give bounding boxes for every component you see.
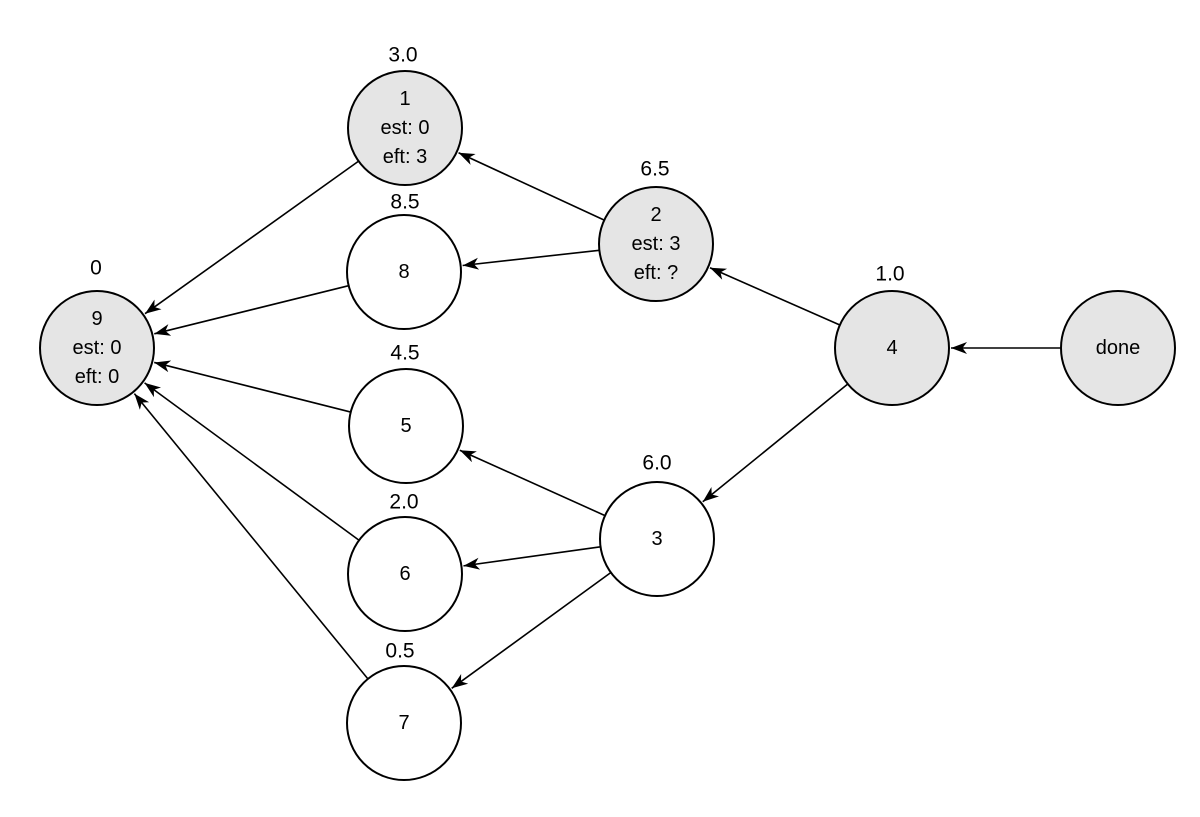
graph-node-9: 9 est: 0 eft: 0 0 bbox=[39, 257, 155, 406]
node-1-label-line-2: eft: 3 bbox=[383, 146, 427, 168]
node-1-label-line-0: 1 bbox=[399, 88, 410, 110]
node-2-label-line-0: 2 bbox=[650, 204, 661, 226]
graph-node-done: done bbox=[1060, 290, 1176, 406]
node-6-label: 6 bbox=[399, 563, 410, 585]
graph-node-5: 54.5 bbox=[348, 342, 464, 484]
graph-node-3: 36.0 bbox=[599, 452, 715, 597]
node-8-label: 8 bbox=[398, 261, 409, 283]
node-2-cost-label: 6.5 bbox=[640, 158, 669, 181]
node-5-label: 5 bbox=[400, 415, 411, 437]
node-5-circle bbox=[348, 368, 464, 484]
node-9-label-line-0: 9 bbox=[91, 308, 102, 330]
node-9-circle bbox=[39, 290, 155, 406]
node-1-cost-label: 3.0 bbox=[388, 44, 417, 67]
node-3-circle bbox=[599, 481, 715, 597]
edge-3-to-5 bbox=[459, 449, 606, 517]
node-9-cost-label: 0 bbox=[90, 257, 102, 280]
edge-4-to-3 bbox=[702, 383, 849, 503]
node-done-circle bbox=[1060, 290, 1176, 406]
node-done-label: done bbox=[1096, 337, 1141, 359]
node-5-label-line-0: 5 bbox=[400, 415, 411, 437]
edge-2-to-1 bbox=[458, 152, 605, 221]
graph-node-8: 88.5 bbox=[346, 191, 462, 330]
node-4-circle bbox=[834, 290, 950, 406]
node-3-label: 3 bbox=[651, 528, 662, 550]
edge-5-to-9 bbox=[154, 360, 351, 413]
node-4-label-line-0: 4 bbox=[886, 337, 897, 359]
edge-2-to-8 bbox=[462, 249, 600, 270]
graph-node-2: 2 est: 3 eft: ? 6.5 bbox=[598, 158, 714, 302]
graph-node-7: 70.5 bbox=[346, 640, 462, 781]
node-6-circle bbox=[347, 516, 463, 632]
node-done-label-line-0: done bbox=[1096, 337, 1141, 359]
edge-3-to-6 bbox=[463, 546, 601, 570]
node-1-label-line-1: est: 0 bbox=[381, 117, 430, 139]
node-6-label-line-0: 6 bbox=[399, 563, 410, 585]
node-9-label-line-2: eft: 0 bbox=[75, 366, 119, 388]
node-5-cost-label: 4.5 bbox=[390, 342, 419, 365]
node-7-circle bbox=[346, 665, 462, 781]
node-3-cost-label: 6.0 bbox=[642, 452, 671, 475]
node-2-label-line-2: eft: ? bbox=[634, 262, 678, 284]
edge-4-to-2 bbox=[709, 267, 841, 326]
node-2-circle bbox=[598, 186, 714, 302]
graph-node-1: 1 est: 0 eft: 3 3.0 bbox=[347, 44, 463, 186]
node-8-cost-label: 8.5 bbox=[390, 191, 419, 214]
node-1-circle bbox=[347, 70, 463, 186]
edge-1-to-9 bbox=[144, 160, 360, 315]
node-6-cost-label: 2.0 bbox=[389, 491, 418, 514]
node-9-label: 9 est: 0 eft: 0 bbox=[73, 308, 122, 388]
node-8-label-line-0: 8 bbox=[398, 261, 409, 283]
edge-7-to-9 bbox=[133, 393, 369, 680]
node-3-label-line-0: 3 bbox=[651, 528, 662, 550]
node-4-label: 4 bbox=[886, 337, 897, 359]
node-4-cost-label: 1.0 bbox=[875, 263, 904, 286]
node-2-label-line-1: est: 3 bbox=[632, 233, 681, 255]
graph-node-4: 41.0 bbox=[834, 263, 950, 406]
edge-6-to-9 bbox=[144, 382, 360, 541]
node-8-circle bbox=[346, 214, 462, 330]
graph-node-6: 62.0 bbox=[347, 491, 463, 632]
node-9-label-line-1: est: 0 bbox=[73, 337, 122, 359]
node-7-label-line-0: 7 bbox=[398, 712, 409, 734]
edge-8-to-9 bbox=[154, 284, 349, 336]
node-1-label: 1 est: 0 eft: 3 bbox=[381, 88, 430, 168]
node-7-cost-label: 0.5 bbox=[385, 640, 414, 663]
edge-3-to-7 bbox=[451, 571, 612, 689]
node-2-label: 2 est: 3 eft: ? bbox=[632, 204, 681, 284]
node-7-label: 7 bbox=[398, 712, 409, 734]
